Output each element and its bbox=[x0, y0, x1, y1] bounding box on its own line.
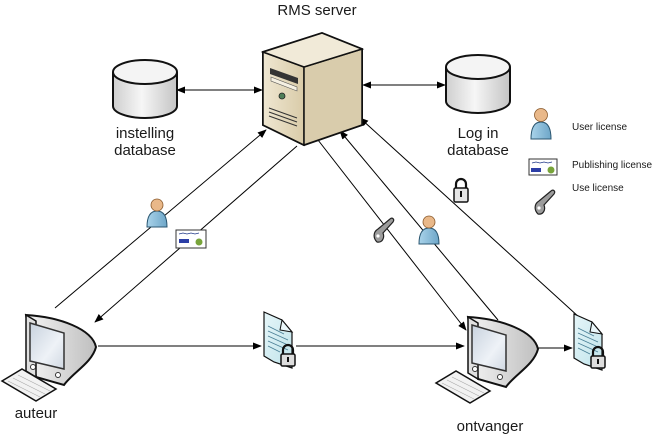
login-database-label-line2: database bbox=[447, 142, 509, 160]
protected-document-icon bbox=[263, 311, 296, 369]
settings-database-label: instelling database bbox=[90, 125, 200, 160]
author-label: auteur bbox=[14, 405, 58, 422]
user-license-icon bbox=[418, 215, 440, 245]
server-label: RMS server bbox=[277, 2, 357, 19]
legend-user-license-label: User license bbox=[572, 122, 628, 133]
legend-use-license-icon bbox=[534, 189, 556, 215]
login-database-label: Log in database bbox=[423, 125, 533, 160]
legend-use-license-label: Use license bbox=[572, 183, 624, 194]
user-license-icon bbox=[146, 198, 168, 228]
padlock-icon bbox=[453, 177, 469, 203]
edge-document2-server bbox=[359, 117, 581, 319]
legend-publishing-license-label: Publishing license bbox=[572, 160, 653, 171]
padlock-icon bbox=[280, 343, 296, 367]
padlock-icon bbox=[590, 345, 606, 369]
protected-document-2-icon bbox=[573, 313, 606, 371]
edge-receiver-server bbox=[339, 130, 499, 321]
receiver-label: ontvanger bbox=[456, 418, 524, 435]
settings-database-label-line2: database bbox=[114, 142, 176, 160]
server-tower-icon bbox=[260, 31, 365, 147]
settings-database-label-line1: instelling bbox=[115, 125, 175, 142]
settings-database-icon bbox=[112, 59, 178, 119]
legend-publishing-license-icon bbox=[528, 158, 558, 176]
use-license-icon bbox=[373, 217, 395, 243]
receiver-computer-icon bbox=[434, 315, 540, 404]
legend-user-license-icon bbox=[530, 108, 552, 140]
login-database-label-line1: Log in bbox=[457, 125, 499, 142]
author-computer-icon bbox=[0, 313, 98, 402]
publishing-license-icon bbox=[175, 229, 207, 249]
login-database-icon bbox=[445, 54, 511, 114]
edge-server-receiver bbox=[317, 139, 467, 331]
